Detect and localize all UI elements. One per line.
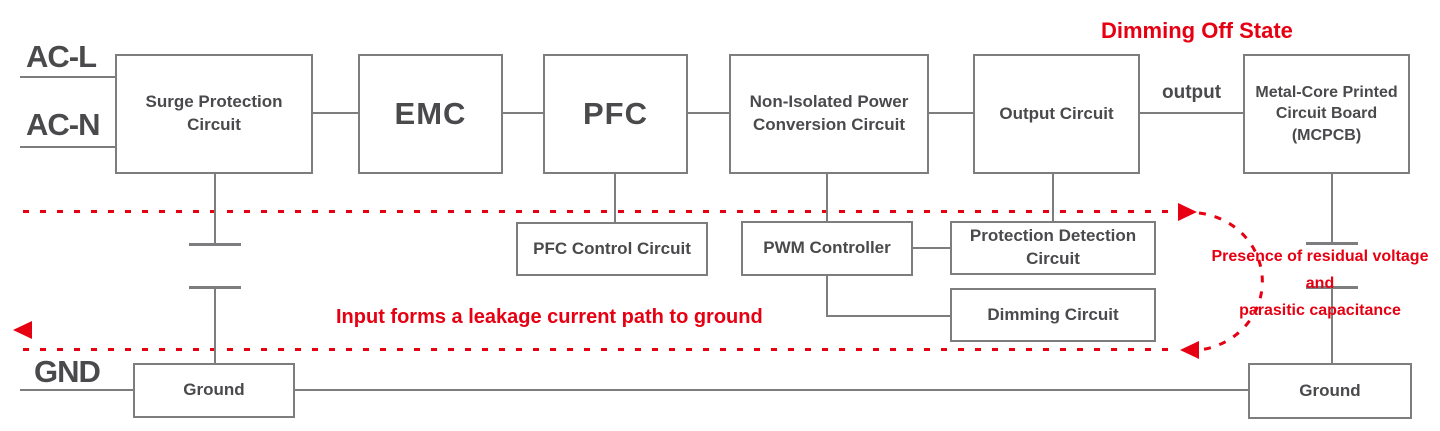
block-ground-left: Ground — [133, 363, 295, 418]
wire-pwm-dimming — [826, 315, 950, 317]
block-pfc-control: PFC Control Circuit — [516, 222, 708, 276]
wire-surge-to-capacitor — [214, 174, 216, 244]
block-mcpcb: Metal-Core Printed Circuit Board (MCPCB) — [1243, 54, 1410, 174]
wire-gnd-stub — [20, 389, 133, 391]
wire-pfc-nonisolated — [688, 112, 729, 114]
capacitor-left-bottom-plate — [189, 286, 241, 289]
wire-ac-n — [20, 146, 117, 148]
block-pfc: PFC — [543, 54, 688, 174]
block-dimming-circuit: Dimming Circuit — [950, 288, 1156, 342]
wire-capacitor-to-ground-left — [214, 287, 216, 364]
wire-emc-pfc — [503, 112, 543, 114]
block-surge-protection: Surge Protection Circuit — [115, 54, 313, 174]
block-non-isolated-power-conversion: Non-Isolated Power Conversion Circuit — [729, 54, 929, 174]
wire-nonisolated-to-pwm — [826, 174, 828, 221]
leakage-arrow-right-icon — [1178, 203, 1197, 221]
block-output-circuit: Output Circuit — [973, 54, 1140, 174]
wire-pwm-protection — [913, 247, 950, 249]
wire-output-to-protection — [1052, 174, 1054, 221]
annotation-leakage-path: Input forms a leakage current path to gr… — [336, 306, 763, 328]
leakage-arrow-left-return-icon — [1180, 341, 1199, 359]
block-emc: EMC — [358, 54, 503, 174]
wire-surge-emc — [313, 112, 358, 114]
capacitor-right-top-plate — [1306, 242, 1358, 245]
wire-capacitor-to-ground-right — [1331, 287, 1333, 364]
wire-pfc-to-pfccontrol — [614, 174, 616, 222]
wire-ac-l — [20, 76, 117, 78]
terminal-label-gnd: GND — [34, 354, 101, 389]
leakage-arrow-left-exit-icon — [13, 321, 32, 339]
capacitor-right-bottom-plate — [1306, 286, 1358, 289]
state-title: Dimming Off State — [1101, 18, 1293, 43]
leakage-path-top-dotted-line — [23, 210, 1176, 213]
annotation-residual-voltage: Presence of residual voltage and parasit… — [1211, 248, 1429, 320]
block-protection-detection: Protection Detection Circuit — [950, 221, 1156, 275]
wire-nonisolated-output — [929, 112, 973, 114]
wire-mcpcb-to-capacitor — [1331, 174, 1333, 243]
block-pwm-controller: PWM Controller — [741, 221, 913, 276]
wire-ground-bus — [295, 389, 1248, 391]
wire-label-output: output — [1162, 82, 1222, 103]
wire-output-mcpcb — [1140, 112, 1243, 114]
leakage-path-bottom-dotted-line — [23, 348, 1178, 351]
capacitor-left-top-plate — [189, 243, 241, 246]
wire-pwm-down — [826, 276, 828, 317]
block-ground-right: Ground — [1248, 363, 1412, 419]
terminal-label-ac-l: AC-L — [26, 39, 97, 74]
terminal-label-ac-n: AC-N — [26, 107, 100, 142]
